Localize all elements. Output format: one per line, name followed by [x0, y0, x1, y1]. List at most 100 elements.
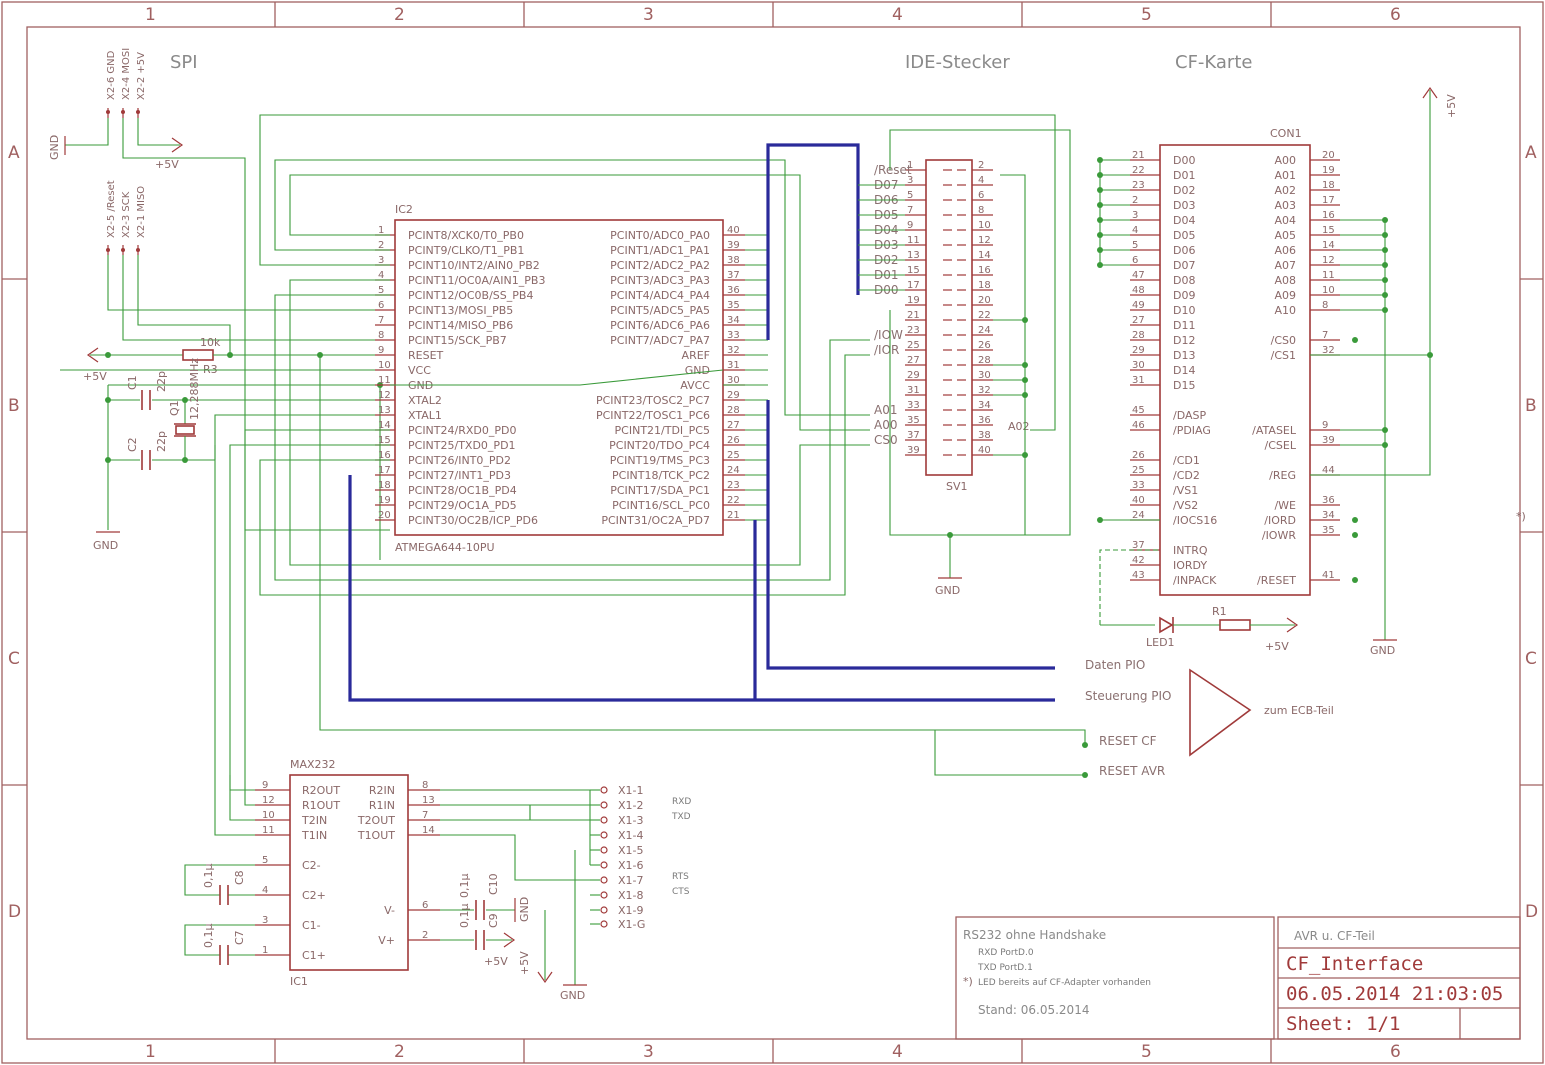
cf-pin-name: D02: [1173, 184, 1195, 197]
grid-col-top-2: 2: [394, 5, 405, 25]
ic2-pin-name: PCINT0/ADC0_PA0: [610, 229, 710, 242]
cf-pin-num: 22: [1132, 165, 1145, 176]
cf-pin-name: /CS0: [1271, 334, 1296, 347]
max-vcc-label: +5V: [484, 955, 508, 968]
cf-pin-num: 16: [1322, 210, 1335, 221]
max232-pin-num: 5: [262, 855, 268, 866]
cf-pin-num: 2: [1132, 195, 1138, 206]
ic2-pin-num: 7: [378, 315, 384, 326]
ic2-pin-name: RESET: [408, 349, 444, 362]
max232-pin-num: 3: [262, 915, 268, 926]
x1-pin-label: X1-1: [618, 784, 644, 797]
ide-pin-num: 24: [978, 325, 991, 336]
cf-pin-name: /VS2: [1173, 499, 1198, 512]
cf-pin-name: A09: [1274, 289, 1296, 302]
max232-pin-name: R2OUT: [302, 784, 340, 797]
ide-pin-num: 38: [978, 430, 991, 441]
cf-pin-name: /IORD: [1264, 514, 1296, 527]
max232-pin-name: T1IN: [301, 829, 327, 842]
ic2-pin-name: PCINT31/OC2A_PD7: [601, 514, 710, 527]
ide-pin-num: 18: [978, 280, 991, 291]
ic2-pin-name: PCINT11/OC0A/AIN1_PB3: [408, 274, 545, 287]
max232-pin-num: 2: [422, 930, 428, 941]
cf-pin-name: A04: [1274, 214, 1296, 227]
notes-line1: RXD PortD.0: [978, 948, 1034, 958]
cf-pin-name: /CS1: [1271, 349, 1296, 362]
ic2-pin-name: PCINT22/TOSC1_PC6: [596, 409, 710, 422]
tb-sheet: Sheet: 1/1: [1286, 1013, 1400, 1035]
ic2-pin-num: 38: [727, 255, 740, 266]
ide-pin-num: 22: [978, 310, 991, 321]
cf-pin-name: A07: [1274, 259, 1296, 272]
grid-row-left-D: D: [8, 902, 21, 922]
cf-vcc-label: +5V: [1445, 94, 1458, 118]
grid-row-left-C: C: [8, 649, 20, 669]
ide-pin-num: 5: [907, 190, 913, 201]
grid-row-right-D: D: [1525, 902, 1538, 922]
ic2-pin-name: PCINT24/RXD0_PD0: [408, 424, 516, 437]
ic2-pin-num: 12: [378, 390, 391, 401]
ic2-pin-num: 32: [727, 345, 740, 356]
max-gnd-label: GND: [518, 897, 531, 922]
cf-pin-num: 23: [1132, 180, 1145, 191]
q1-value: 12,288MHz: [188, 358, 201, 420]
cf-pin-name: A10: [1274, 304, 1296, 317]
max232-pin-name: T2IN: [301, 814, 327, 827]
cf-pin-num: 15: [1322, 225, 1335, 236]
cf-pin-name: D08: [1173, 274, 1195, 287]
ide-net-label: A00: [874, 418, 897, 432]
cf-pin-num: 36: [1322, 495, 1335, 506]
max232-pin-name: V-: [384, 904, 395, 917]
cf-pin-num: 48: [1132, 285, 1145, 296]
grid-col-top-4: 4: [892, 5, 903, 25]
notes-title: RS232 ohne Handshake: [963, 928, 1106, 942]
ic2-pin-name: PCINT4/ADC4_PA4: [610, 289, 710, 302]
ic2-pin-name: PCINT12/OC0B/SS_PB4: [408, 289, 533, 302]
ic2-pin-name: PCINT10/INT2/AIN0_PB2: [408, 259, 540, 272]
wire-spi-miso: [137, 255, 231, 355]
cf-pin-name: D10: [1173, 304, 1195, 317]
ic2-pin-name: PCINT8/XCK0/T0_PB0: [408, 229, 524, 242]
ic2-pin-num: 34: [727, 315, 740, 326]
cf-pin-name: /WE: [1274, 499, 1296, 512]
cf-pin-num: 42: [1132, 555, 1145, 566]
ic2-pin-name: PCINT9/CLKO/T1_PB1: [408, 244, 524, 257]
ic2-pin-num: 40: [727, 225, 740, 236]
grid-col-bottom-2: 2: [394, 1042, 405, 1062]
x1-cts-label: CTS: [672, 887, 690, 897]
ic2-pin-num: 15: [378, 435, 391, 446]
ide-pin-num: 36: [978, 415, 991, 426]
cf-pin-num: 33: [1132, 480, 1145, 491]
cf-pin-name: INTRQ: [1173, 544, 1208, 557]
cf-pin-num: 44: [1322, 465, 1335, 476]
ic2-ref: IC2: [395, 203, 413, 216]
spi-gnd-label: GND: [48, 135, 61, 160]
ic2-pin-name: PCINT20/TDO_PC4: [609, 439, 710, 452]
ide-pin-num: 32: [978, 385, 991, 396]
x1-rxd-label: RXD: [672, 797, 691, 807]
cf-pin-name: D09: [1173, 289, 1195, 302]
spi-pin-x2-6: X2-6 GND: [106, 50, 117, 100]
max232-pin-name: T1OUT: [357, 829, 395, 842]
cf-pin-name: D15: [1173, 379, 1195, 392]
ic2-pin-name: PCINT13/MOSI_PB5: [408, 304, 513, 317]
cf-pin-num: 3: [1132, 210, 1138, 221]
ic2-pin-num: 37: [727, 270, 740, 281]
ic2-pin-num: 18: [378, 480, 391, 491]
notes-line2: TXD PortD.1: [977, 963, 1033, 973]
cf-pin-num: 31: [1132, 375, 1145, 386]
c2-name: C2: [126, 437, 139, 452]
ic2-pin-name: PCINT30/OC2B/ICP_PD6: [408, 514, 538, 527]
ide-pin-num: 35: [907, 415, 920, 426]
cf-pin-num: 21: [1132, 150, 1145, 161]
max232-pin-num: 7: [422, 810, 428, 821]
cf-pin-name: /INPACK: [1173, 574, 1217, 587]
ide-pin-num: 10: [978, 220, 991, 231]
grid-col-bottom-6: 6: [1390, 1042, 1401, 1062]
r1-ref: R1: [1212, 605, 1227, 618]
ic2-pin-num: 30: [727, 375, 740, 386]
